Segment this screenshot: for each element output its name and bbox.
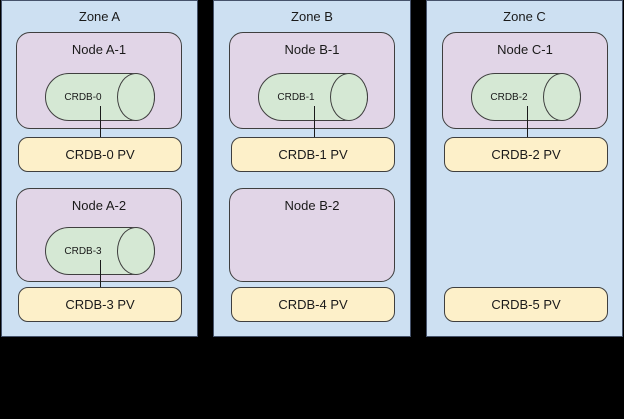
node-b-2-title: Node B-2 [284, 198, 340, 213]
pv-crdb-4[interactable]: CRDB-4 PV [231, 287, 395, 322]
node-a-2[interactable]: Node A-2 CRDB-3 [16, 188, 182, 282]
cylinder-cap-icon [117, 73, 155, 121]
pod-crdb-0-label: CRDB-0 [64, 91, 102, 103]
pv-crdb-1-label: CRDB-1 PV [278, 147, 348, 162]
pod-crdb-2-label: CRDB-2 [490, 91, 528, 103]
connector-node-a-2-to-pv-crdb-3 [100, 260, 101, 290]
zone-b-container[interactable]: Zone B Node B-1 CRDB-1 CRDB-1 PV Node B-… [213, 0, 411, 337]
connector-node-b-1-to-pv-crdb-1 [314, 106, 315, 138]
pv-crdb-3-label: CRDB-3 PV [65, 297, 135, 312]
pod-crdb-2[interactable]: CRDB-2 [471, 73, 581, 121]
pv-crdb-2[interactable]: CRDB-2 PV [444, 137, 608, 172]
pod-crdb-1-label: CRDB-1 [277, 91, 315, 103]
connector-node-c-1-to-pv-crdb-2 [527, 106, 528, 138]
pod-crdb-3-label: CRDB-3 [64, 245, 102, 257]
pv-crdb-5[interactable]: CRDB-5 PV [444, 287, 608, 322]
node-c-1[interactable]: Node C-1 CRDB-2 [442, 32, 608, 129]
zone-b-title: Zone B [291, 9, 333, 24]
pv-crdb-0[interactable]: CRDB-0 PV [18, 137, 182, 172]
zone-a-container[interactable]: Zone A Node A-1 CRDB-0 CRDB-0 PV Node A-… [1, 0, 198, 337]
pv-crdb-2-label: CRDB-2 PV [491, 147, 561, 162]
pv-crdb-0-label: CRDB-0 PV [65, 147, 135, 162]
pod-crdb-1[interactable]: CRDB-1 [258, 73, 368, 121]
node-a-1[interactable]: Node A-1 CRDB-0 [16, 32, 182, 129]
pv-crdb-4-label: CRDB-4 PV [278, 297, 348, 312]
node-c-1-title: Node C-1 [497, 42, 553, 57]
pv-crdb-1[interactable]: CRDB-1 PV [231, 137, 395, 172]
zone-c-title: Zone C [503, 9, 546, 24]
zone-c-container[interactable]: Zone C Node C-1 CRDB-2 CRDB-2 PV CRDB-5 … [426, 0, 623, 337]
zone-a-title: Zone A [78, 9, 121, 24]
node-b-1-title: Node B-1 [284, 42, 340, 57]
node-b-2[interactable]: Node B-2 [229, 188, 395, 282]
cylinder-cap-icon [117, 227, 155, 275]
node-b-1[interactable]: Node B-1 CRDB-1 [229, 32, 395, 129]
cylinder-cap-icon [543, 73, 581, 121]
node-a-2-title: Node A-2 [71, 198, 127, 213]
connector-node-a-1-to-pv-crdb-0 [100, 106, 101, 138]
cylinder-cap-icon [330, 73, 368, 121]
pv-crdb-5-label: CRDB-5 PV [491, 297, 561, 312]
node-a-1-title: Node A-1 [71, 42, 127, 57]
pv-crdb-3[interactable]: CRDB-3 PV [18, 287, 182, 322]
